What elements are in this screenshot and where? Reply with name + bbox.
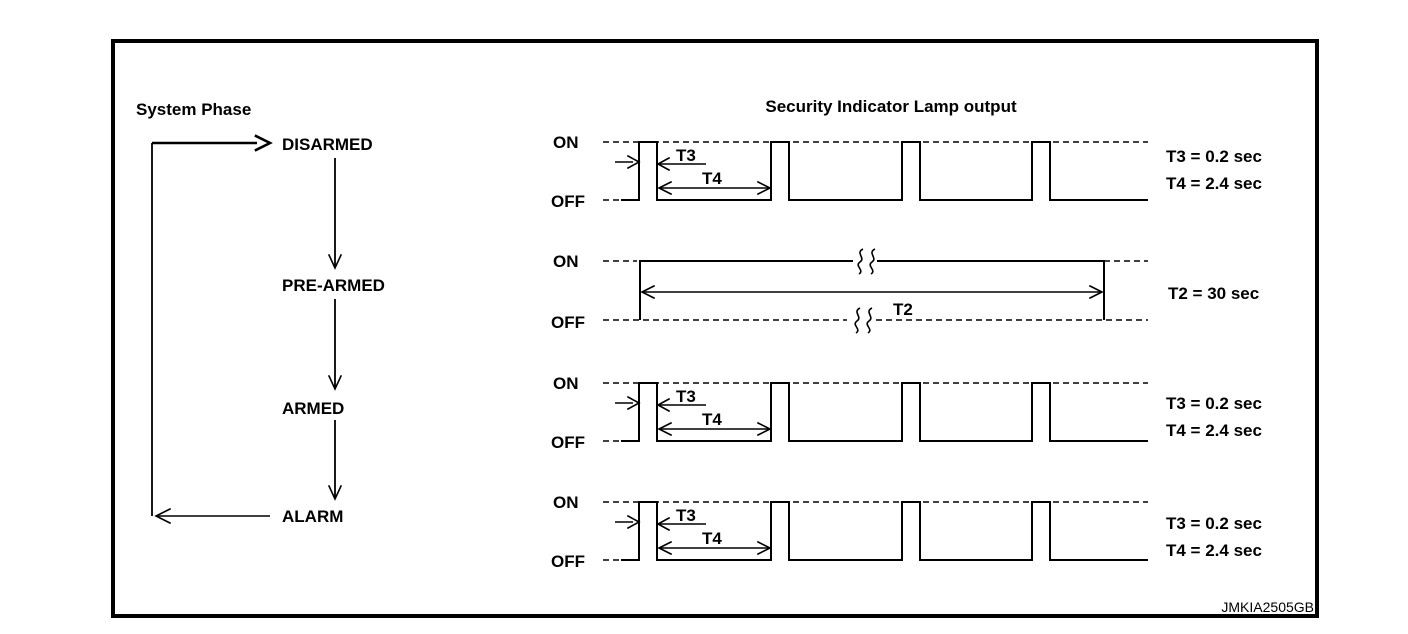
- diagram-border: [111, 39, 1319, 618]
- arrowhead-right-icon: [254, 134, 273, 152]
- t4-dimension-label: T4: [702, 169, 722, 188]
- t4-value-note: T4 = 2.4 sec: [1166, 541, 1262, 560]
- t4-value-note: T4 = 2.4 sec: [1166, 421, 1262, 440]
- phase-pre-armed-label: PRE-ARMED: [282, 276, 385, 295]
- t3-dimension-label: T3: [676, 506, 696, 525]
- off-label: OFF: [551, 433, 585, 452]
- on-label: ON: [553, 374, 579, 393]
- phase-alarm-label: ALARM: [282, 507, 343, 526]
- arrowhead-left-icon: [154, 507, 172, 525]
- t3-value-note: T3 = 0.2 sec: [1166, 394, 1262, 413]
- phase-armed-label: ARMED: [282, 399, 344, 418]
- arrowhead-right-icon: [1088, 284, 1104, 300]
- break-squiggle-icon: [857, 248, 864, 275]
- t4-dimension-label: T4: [702, 410, 722, 429]
- figure-code: JMKIA2505GB: [1221, 599, 1314, 615]
- on-segment-left: [639, 260, 853, 320]
- t3-dimension-label: T3: [676, 387, 696, 406]
- off-label: OFF: [551, 552, 585, 571]
- t4-dimension-label: T4: [702, 529, 722, 548]
- t4-value-note: T4 = 2.4 sec: [1166, 174, 1262, 193]
- on-label: ON: [553, 252, 579, 271]
- off-label: OFF: [551, 192, 585, 211]
- on-segment-right: [877, 260, 1105, 320]
- break-squiggle-icon: [866, 307, 873, 334]
- t2-dimension-label: T2: [893, 300, 913, 319]
- waveform-row-alarm: ON OFF T3 T4 T3 = 0.2 sec T4 = 2.4 sec: [551, 493, 1262, 571]
- system-phase-header: System Phase: [136, 100, 251, 119]
- waveform-row-disarmed: ON OFF T3 T4 T3 = 0.2 sec T4 = 2.4 sec: [551, 133, 1262, 211]
- waveform-row-pre-armed: ON OFF T2 T2 = 30 sec: [551, 248, 1259, 334]
- break-squiggle-icon: [869, 248, 876, 275]
- waveform-row-armed: ON OFF T3 T4 T3 = 0.2 sec T4 = 2.4 sec: [551, 374, 1262, 452]
- t3-value-note: T3 = 0.2 sec: [1166, 147, 1262, 166]
- arrowhead-left-icon: [640, 284, 656, 300]
- t2-value-note: T2 = 30 sec: [1168, 284, 1259, 303]
- arrowhead-down-icon: [327, 253, 343, 270]
- off-label: OFF: [551, 313, 585, 332]
- t3-value-note: T3 = 0.2 sec: [1166, 514, 1262, 533]
- arrowhead-down-icon: [327, 484, 343, 501]
- break-squiggle-icon: [854, 307, 861, 334]
- lamp-output-header: Security Indicator Lamp output: [765, 97, 1017, 116]
- on-label: ON: [553, 493, 579, 512]
- arrowhead-down-icon: [327, 374, 343, 391]
- phase-disarmed-label: DISARMED: [282, 135, 373, 154]
- t3-dimension-label: T3: [676, 146, 696, 165]
- phase-flow: DISARMED PRE-ARMED ARMED ALARM: [151, 134, 385, 526]
- on-label: ON: [553, 133, 579, 152]
